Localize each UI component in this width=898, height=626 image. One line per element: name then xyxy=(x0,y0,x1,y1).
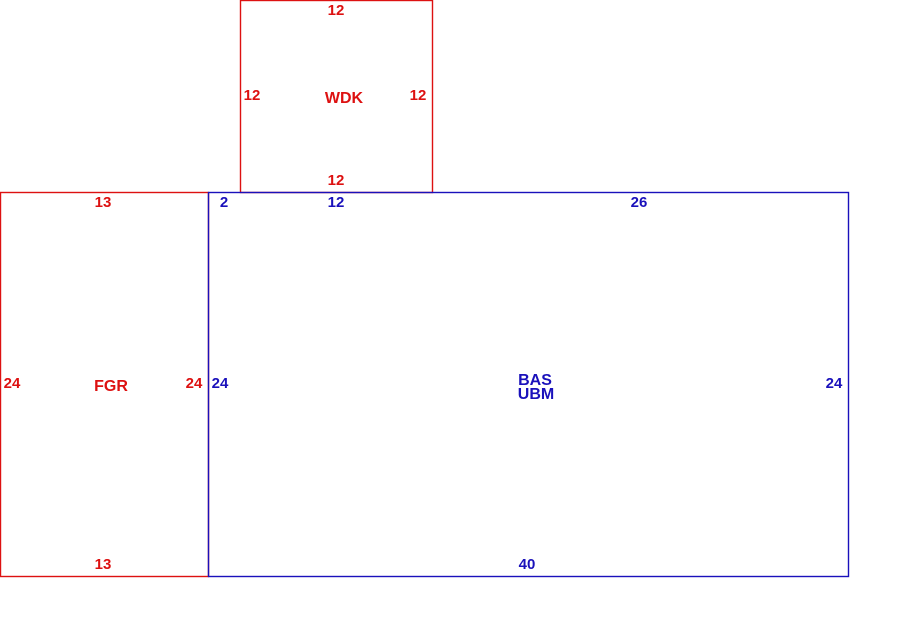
area-bas-bottom-dim: 40 xyxy=(519,556,536,573)
area-wdk: WDK 12 12 12 12 xyxy=(239,0,434,194)
area-fgr: FGR 13 13 24 24 xyxy=(0,191,210,578)
area-fgr-left-dim: 24 xyxy=(4,375,21,392)
area-wdk-left-dim: 12 xyxy=(244,87,261,104)
area-wdk-top-dim: 12 xyxy=(328,2,345,19)
area-ubm-code: UBM xyxy=(518,386,554,403)
area-fgr-code: FGR xyxy=(94,378,128,395)
area-bas-top-jog-dim: 2 xyxy=(220,194,228,211)
area-fgr-right-dim: 24 xyxy=(186,375,203,392)
area-wdk-code: WDK xyxy=(325,90,364,107)
area-bas-left-dim: 24 xyxy=(212,375,229,392)
area-wdk-bottom-dim: 12 xyxy=(328,172,345,189)
area-fgr-bottom-dim: 13 xyxy=(95,556,112,573)
area-bas-code: BAS xyxy=(518,372,552,389)
area-bas-top-under-wdk-dim: 12 xyxy=(328,194,345,211)
area-fgr-top-dim: 13 xyxy=(95,194,112,211)
area-wdk-right-dim: 12 xyxy=(410,87,427,104)
area-bas: BAS UBM 2 12 26 24 24 40 xyxy=(207,191,850,578)
area-bas-right-dim: 24 xyxy=(826,375,843,392)
area-bas-top-right-dim: 26 xyxy=(631,194,648,211)
area-bas-outline xyxy=(207,191,850,578)
